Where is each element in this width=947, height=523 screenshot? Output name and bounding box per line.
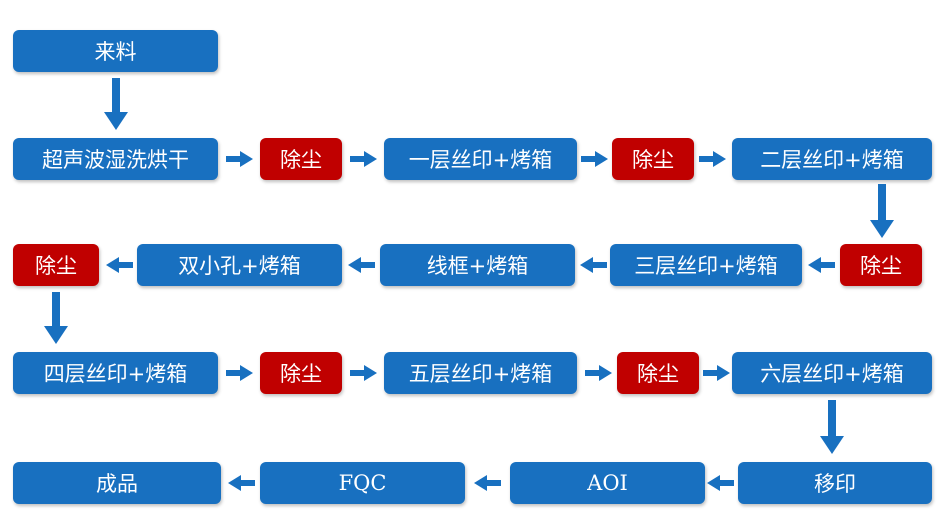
- node-ultrasonic-wash-dry: 超声波湿洗烘干: [13, 138, 218, 180]
- node-label: 四层丝印+烤箱: [43, 362, 188, 386]
- node-print-layer-3: 三层丝印+烤箱: [610, 244, 802, 286]
- node-label: 除尘: [280, 148, 322, 172]
- arrow-right-icon: [226, 365, 253, 381]
- node-label: 来料: [94, 40, 137, 64]
- node-aoi: AOI: [510, 462, 705, 504]
- arrow-left-icon: [808, 257, 835, 273]
- arrow-right-icon: [226, 151, 253, 167]
- node-print-layer-6: 六层丝印+烤箱: [732, 352, 932, 394]
- arrow-right-icon: [581, 151, 608, 167]
- arrow-down-icon: [820, 400, 844, 454]
- node-dust-removal-5: 除尘: [617, 352, 699, 394]
- node-dust-removal-4: 除尘: [260, 352, 342, 394]
- node-label: 三层丝印+烤箱: [634, 254, 778, 278]
- node-label: 线框+烤箱: [426, 254, 529, 278]
- node-fqc: FQC: [260, 462, 465, 504]
- node-dust-removal-3: 除尘: [840, 244, 922, 286]
- arrow-down-icon: [104, 78, 128, 130]
- node-dust-removal-2: 除尘: [612, 138, 694, 180]
- node-print-layer-1: 一层丝印+烤箱: [384, 138, 577, 180]
- arrow-down-icon: [870, 184, 894, 238]
- node-dust-removal-6: 除尘: [13, 244, 99, 286]
- node-label: 二层丝印+烤箱: [760, 148, 904, 172]
- arrow-right-icon: [585, 365, 612, 381]
- node-label: 除尘: [860, 254, 902, 278]
- node-print-layer-5: 五层丝印+烤箱: [384, 352, 577, 394]
- node-label: FQC: [338, 471, 387, 495]
- arrow-down-icon: [44, 292, 68, 344]
- node-label: 双小孔+烤箱: [178, 254, 301, 278]
- arrow-right-icon: [350, 151, 377, 167]
- node-incoming-material: 来料: [13, 30, 218, 72]
- node-label: 成品: [96, 472, 138, 496]
- node-dust-removal-1: 除尘: [260, 138, 342, 180]
- node-print-layer-2: 二层丝印+烤箱: [732, 138, 932, 180]
- node-finished-product: 成品: [13, 462, 221, 504]
- node-label: 六层丝印+烤箱: [760, 362, 904, 386]
- arrow-left-icon: [348, 257, 375, 273]
- arrow-right-icon: [699, 151, 726, 167]
- node-label: 除尘: [637, 362, 679, 386]
- node-label: 除尘: [280, 362, 322, 386]
- arrow-left-icon: [106, 257, 133, 273]
- node-label: 一层丝印+烤箱: [408, 148, 553, 172]
- node-label: 移印: [814, 472, 856, 496]
- arrow-right-icon: [350, 365, 377, 381]
- arrow-left-icon: [580, 257, 607, 273]
- node-label: 五层丝印+烤箱: [408, 362, 553, 386]
- arrow-left-icon: [474, 475, 501, 491]
- node-label: AOI: [587, 471, 628, 495]
- node-pad-printing: 移印: [738, 462, 932, 504]
- arrow-left-icon: [707, 475, 734, 491]
- node-print-layer-4: 四层丝印+烤箱: [13, 352, 218, 394]
- node-line-frame: 线框+烤箱: [380, 244, 575, 286]
- node-label: 除尘: [632, 148, 674, 172]
- node-label: 除尘: [35, 254, 77, 278]
- arrow-right-icon: [703, 365, 730, 381]
- arrow-left-icon: [228, 475, 255, 491]
- node-double-hole: 双小孔+烤箱: [137, 244, 342, 286]
- node-label: 超声波湿洗烘干: [42, 148, 189, 172]
